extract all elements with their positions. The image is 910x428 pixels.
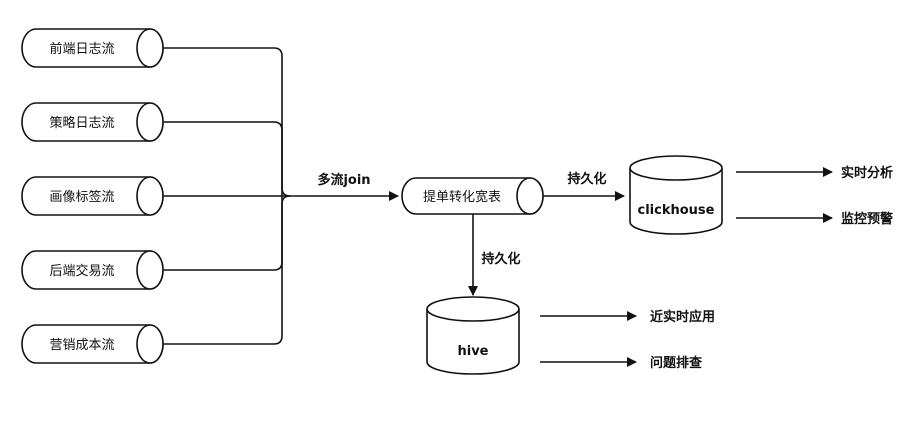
- source-label-4: 后端交易流: [49, 263, 114, 279]
- hive-output-1: 近实时应用: [650, 309, 715, 325]
- hive-output-2: 问题排查: [650, 355, 703, 371]
- persist-label-right: 持久化: [567, 171, 606, 187]
- source-pipe-4: 后端交易流: [21, 250, 164, 290]
- source-label-3: 画像标签流: [49, 189, 114, 205]
- source-label-2: 策略日志流: [49, 115, 114, 131]
- clickhouse-output-2: 监控预警: [841, 211, 893, 227]
- source-pipe-5: 营销成本流: [21, 324, 164, 364]
- clickhouse-label: clickhouse: [638, 203, 715, 218]
- join-label: 多流join: [317, 172, 370, 188]
- wide-table-pipe: 提单转化宽表: [401, 177, 544, 215]
- source-pipe-2: 策略日志流: [21, 102, 164, 142]
- hive-db: hive: [426, 296, 520, 375]
- wide-table-label: 提单转化宽表: [423, 189, 501, 205]
- source-label-1: 前端日志流: [49, 41, 114, 57]
- source-pipe-3: 画像标签流: [21, 176, 164, 216]
- clickhouse-db: clickhouse: [629, 155, 723, 235]
- persist-label-down: 持久化: [481, 251, 520, 267]
- source-pipe-1: 前端日志流: [21, 28, 164, 68]
- hive-label: hive: [457, 344, 488, 359]
- join-connectors: [164, 47, 291, 345]
- source-label-5: 营销成本流: [49, 338, 114, 353]
- clickhouse-output-1: 实时分析: [841, 165, 893, 181]
